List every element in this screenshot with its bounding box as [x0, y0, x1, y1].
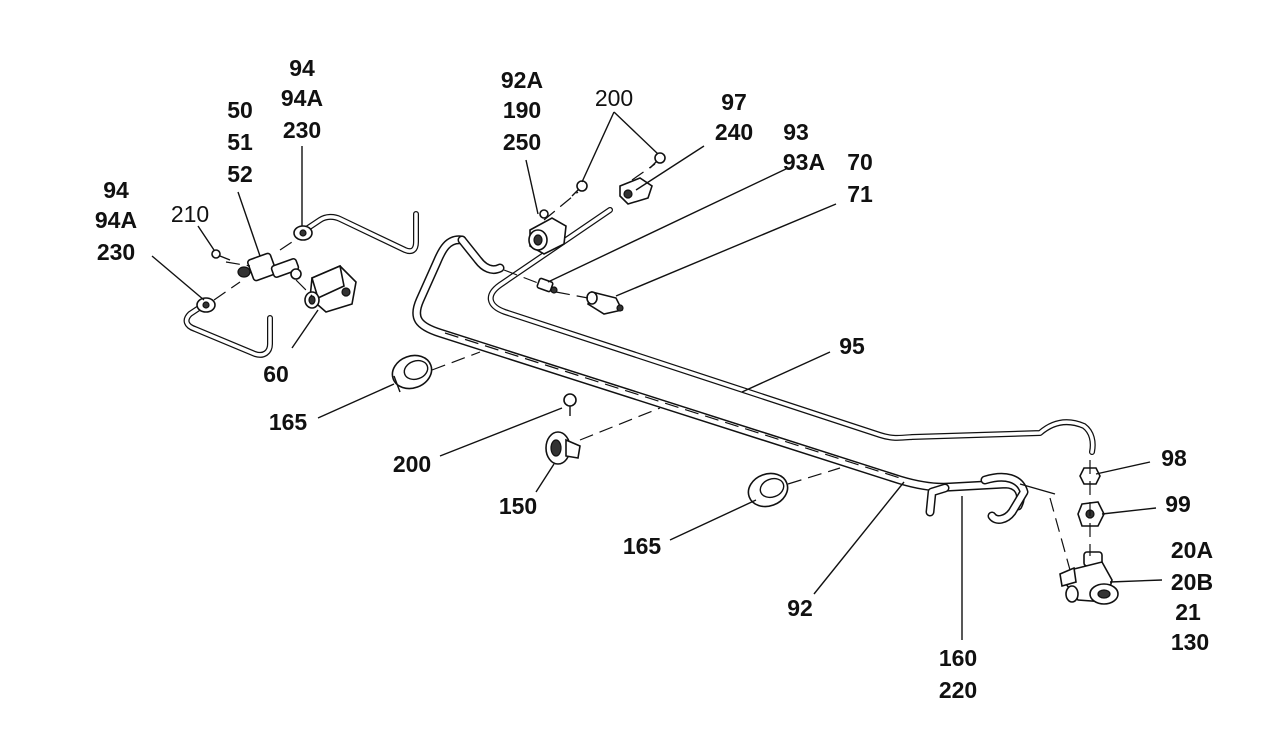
tube-94-top — [302, 211, 419, 255]
label-95: 95 — [839, 333, 865, 359]
leader-97 — [635, 145, 705, 191]
centerline-20a — [1049, 497, 1071, 571]
label-94a-left: 94A — [95, 207, 137, 233]
injector-70 — [586, 291, 624, 315]
nut-94-left — [196, 297, 216, 313]
leader-99 — [1101, 507, 1157, 515]
label-220: 220 — [939, 677, 977, 703]
thermocouple-97 — [619, 177, 653, 205]
leader-94-left — [151, 255, 205, 301]
nut-98 — [1079, 467, 1101, 485]
centerline-valve — [225, 261, 251, 267]
label-92: 92 — [787, 595, 813, 621]
leader-200-top-b — [613, 111, 659, 155]
centerline-165-left — [431, 351, 481, 371]
clip-165-left — [391, 354, 433, 393]
label-52: 52 — [227, 161, 253, 187]
leader-210 — [197, 225, 215, 251]
leader-92 — [813, 481, 905, 595]
label-70: 70 — [847, 149, 873, 175]
label-51: 51 — [227, 129, 253, 155]
label-230-left: 230 — [97, 239, 135, 265]
label-165-left: 165 — [269, 409, 308, 435]
valve-assembly-50 — [237, 252, 302, 282]
leader-93 — [547, 167, 789, 283]
label-20b: 20B — [1171, 569, 1213, 595]
coil-60 — [304, 264, 357, 313]
label-200-top: 200 — [595, 85, 633, 111]
tube-94-left — [183, 301, 273, 358]
leader-165-left — [317, 383, 395, 419]
label-210: 210 — [171, 201, 209, 227]
bracket-150 — [545, 431, 581, 465]
label-93: 93 — [783, 119, 809, 145]
pipe-leg-160 — [925, 472, 1029, 524]
label-165-right: 165 — [623, 533, 662, 559]
leader-95 — [741, 351, 831, 393]
main-pipe-92 — [412, 235, 1025, 511]
label-97: 97 — [721, 89, 747, 115]
label-230-top: 230 — [283, 117, 321, 143]
leader-70 — [615, 203, 837, 297]
leader-200-top-a — [581, 111, 615, 183]
leader-150 — [535, 463, 555, 493]
label-60: 60 — [263, 361, 289, 387]
label-20a: 20A — [1171, 537, 1213, 563]
label-160: 160 — [939, 645, 977, 671]
label-71: 71 — [847, 181, 873, 207]
tube-95 — [487, 207, 1096, 455]
nut-99 — [1077, 501, 1105, 527]
pipe-stub-top — [457, 235, 505, 275]
leader-98 — [1095, 461, 1151, 475]
leader-60 — [291, 309, 319, 349]
centerline-coil — [295, 279, 313, 297]
leader-20a — [1109, 579, 1163, 583]
leader-200-mid — [439, 407, 563, 457]
label-94-left: 94 — [103, 177, 129, 203]
centerline-70 — [555, 291, 589, 299]
leader-165-right — [669, 499, 757, 541]
label-250: 250 — [503, 129, 541, 155]
leader-50 — [237, 191, 261, 257]
screw-200-mid — [563, 393, 577, 416]
centerline-97 — [631, 163, 656, 181]
centerline-nut-left — [213, 281, 241, 301]
label-150: 150 — [499, 493, 537, 519]
label-240: 240 — [715, 119, 753, 145]
label-94-top: 94 — [289, 55, 315, 81]
centerline-165-right — [787, 467, 841, 485]
regulator-20a — [1059, 551, 1119, 605]
label-92a: 92A — [501, 67, 543, 93]
screw-200-a — [571, 180, 588, 197]
fitting-93 — [536, 277, 558, 294]
label-99: 99 — [1165, 491, 1191, 517]
label-190: 190 — [503, 97, 541, 123]
label-98: 98 — [1161, 445, 1187, 471]
valve-92a — [528, 209, 567, 255]
label-94a-top: 94A — [281, 85, 323, 111]
centerline-150 — [579, 407, 661, 441]
nut-94-top — [293, 225, 313, 241]
label-93a: 93A — [783, 149, 825, 175]
label-21: 21 — [1175, 599, 1201, 625]
pipe-92-tail — [1019, 483, 1056, 495]
screw-210 — [211, 249, 231, 261]
label-200-mid: 200 — [393, 451, 431, 477]
label-130: 130 — [1171, 629, 1209, 655]
centerline-92a — [543, 191, 579, 221]
leader-92a — [525, 159, 539, 215]
clip-165-right — [747, 472, 789, 508]
centerline-nut-top — [279, 237, 299, 251]
centerline-93 — [503, 269, 539, 284]
label-50: 50 — [227, 97, 253, 123]
